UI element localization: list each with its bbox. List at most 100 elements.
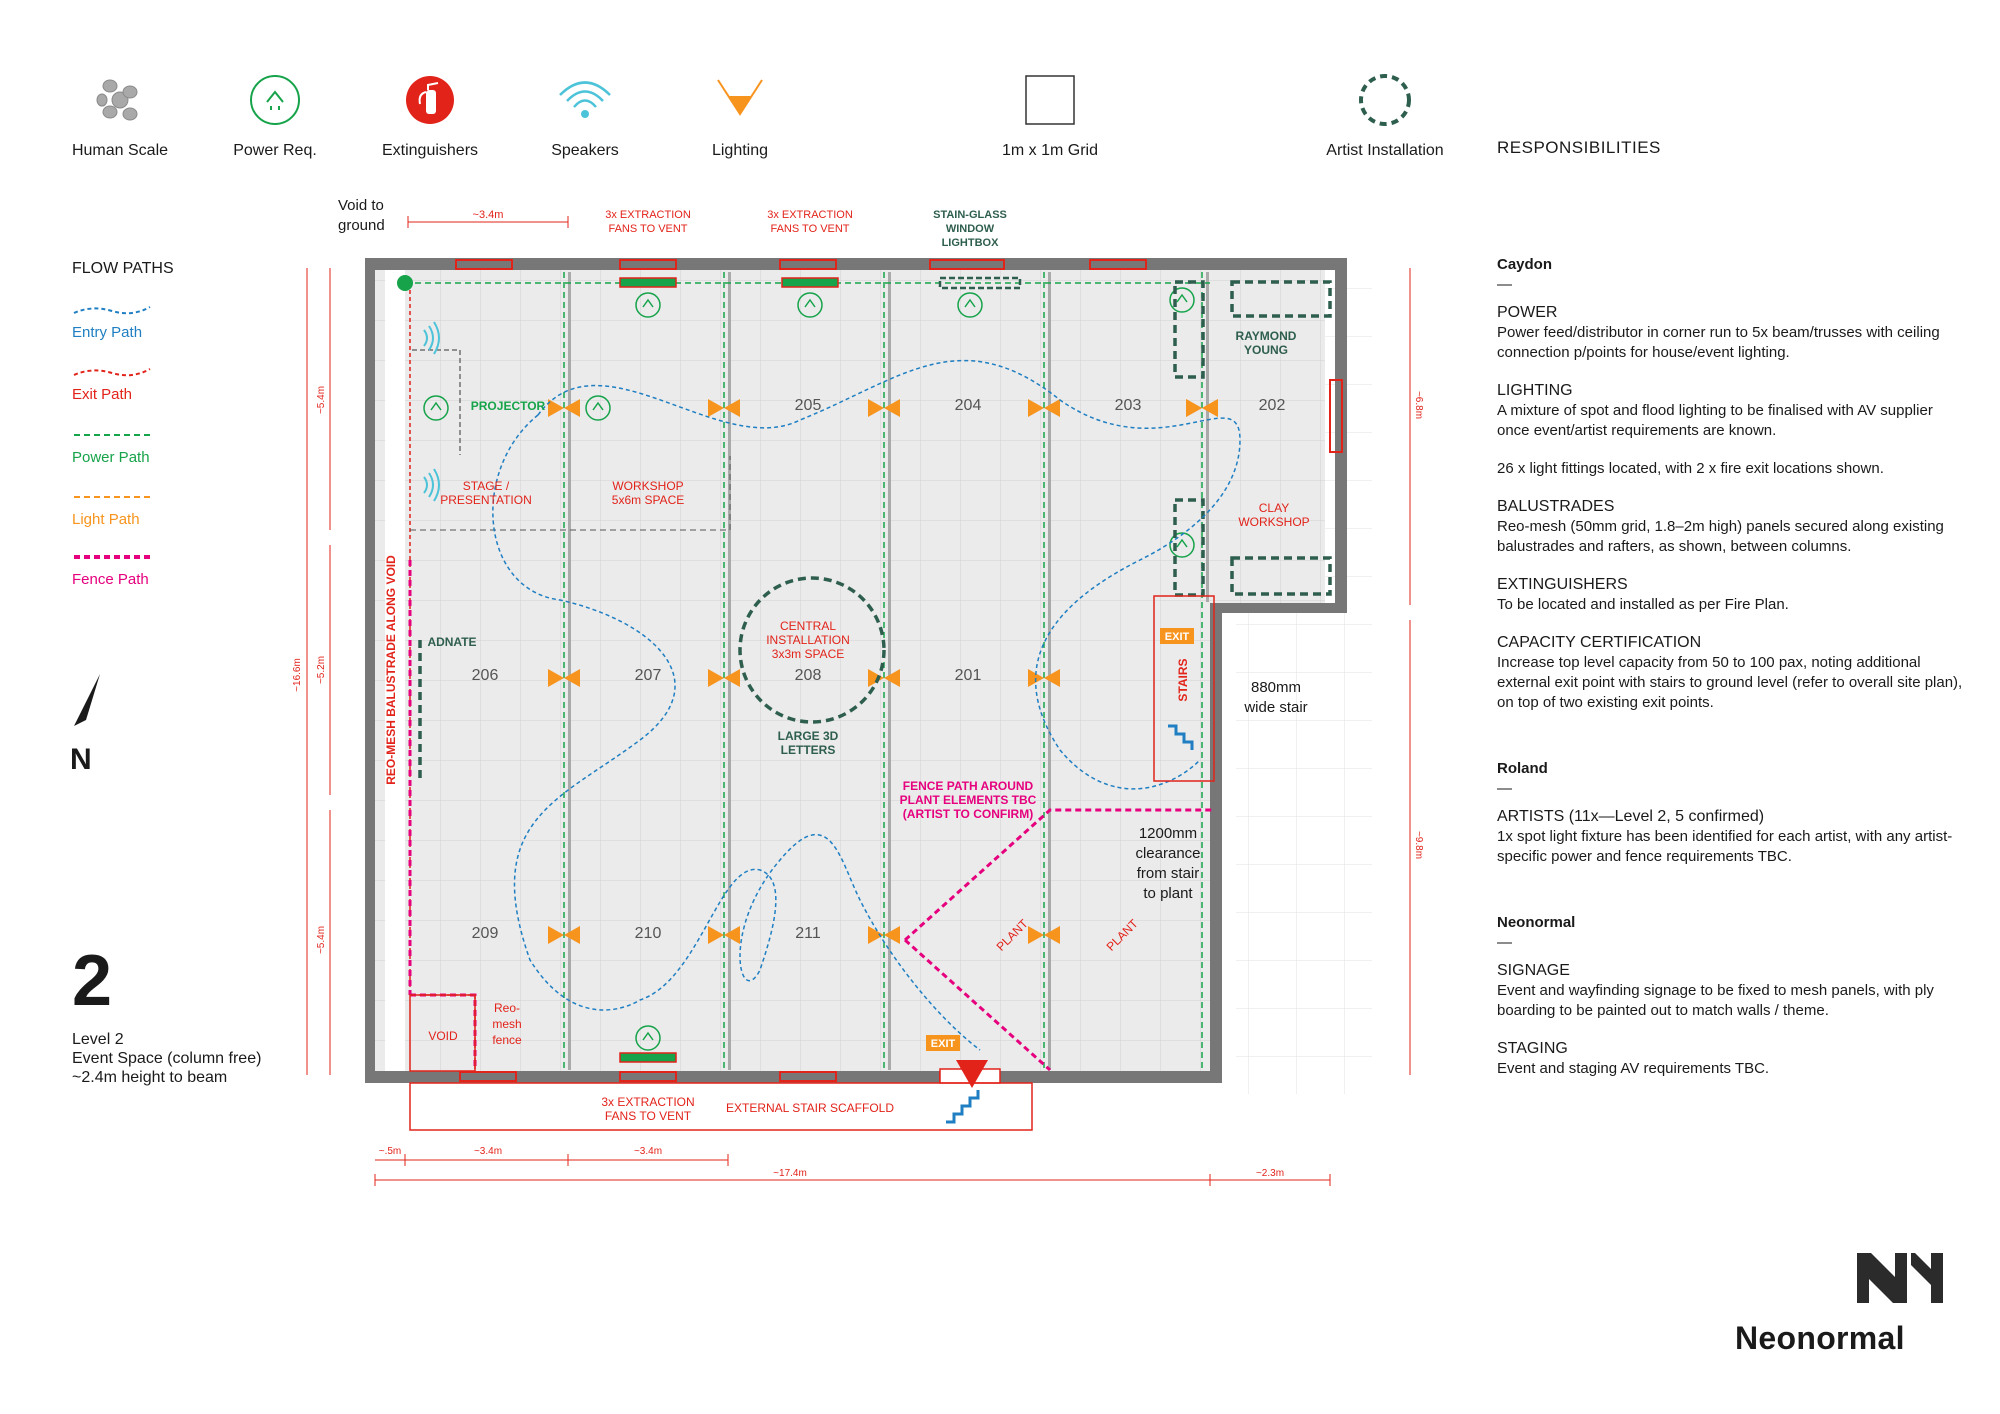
level-number: 2: [72, 941, 113, 1021]
light-fitting-icon: [1186, 399, 1218, 417]
zone-labels: PROJECTOR STAGE / PRESENTATION WORKSHOP …: [427, 329, 1309, 1123]
room-number: 202: [1259, 397, 1286, 414]
light-fitting-icon: [1028, 926, 1060, 944]
resp-head: LIGHTING: [1497, 382, 1573, 399]
level-description: Level 2 Event Space (column free) ~2.4m …: [72, 1030, 261, 1087]
north-label: N: [70, 743, 92, 776]
flow-entry: Entry Path: [72, 303, 272, 341]
clearance-note: from stair: [1137, 865, 1200, 882]
stain-label: LIGHTBOX: [942, 237, 999, 249]
light-fitting-icon: [708, 669, 740, 687]
projector-label: PROJECTOR: [471, 399, 546, 413]
light-path-icon: [74, 496, 150, 498]
room-number: 205: [795, 397, 822, 414]
light-fitting-icon: [708, 926, 740, 944]
room-number: 206: [472, 667, 499, 684]
responsibilities-list: Caydon — POWER Power feed/distributor in…: [1497, 255, 1967, 1097]
exit-sign-top-label: EXIT: [1165, 631, 1190, 643]
void-label: Void to: [338, 197, 384, 214]
flow-label: Fence Path: [72, 571, 149, 588]
room-number: 207: [635, 667, 662, 684]
dim-label: ~.5m: [379, 1146, 402, 1157]
void-box: [409, 994, 476, 1072]
letters-label: LARGE 3D: [778, 729, 839, 743]
resp-head: ARTISTS (11x—Level 2, 5 confirmed): [1497, 808, 1765, 825]
flow-power: Power Path: [72, 428, 272, 466]
room-number: 209: [472, 925, 499, 942]
fans-label: 3x EXTRACTION: [605, 209, 691, 221]
legend-installation: Artist Installation: [1310, 70, 1460, 160]
entry-path-icon: [73, 306, 151, 315]
scaffold-label: EXTERNAL STAIR SCAFFOLD: [726, 1101, 894, 1115]
lightbox: [938, 276, 1022, 290]
speakers: [423, 321, 440, 502]
resp-group-roland: Roland — ARTISTS (11x—Level 2, 5 confirm…: [1497, 759, 1967, 867]
light-fitting-icon: [548, 926, 580, 944]
resp-body: To be located and installed as per Fire …: [1497, 596, 1789, 613]
dim-label: ~6.8m: [1413, 391, 1424, 419]
fans-label: 3x EXTRACTION: [767, 209, 853, 221]
flow-label: Exit Path: [72, 386, 133, 403]
resp-who: Roland: [1497, 760, 1548, 777]
workshop-label: 5x6m SPACE: [612, 493, 684, 507]
legend-extinguisher: Extinguishers: [355, 70, 505, 160]
fence-path-icon: [74, 555, 150, 559]
flow-label: Light Path: [72, 511, 140, 528]
workshop-outline: [410, 456, 731, 531]
void-label: ground: [338, 217, 385, 234]
fence-note: PLANT ELEMENTS TBC: [900, 793, 1037, 807]
central-label: 3x3m SPACE: [772, 647, 844, 661]
columns: [568, 272, 1209, 1070]
dim-label: ~3.4m: [474, 1146, 502, 1157]
legend-label: Human Scale: [71, 142, 169, 159]
extinguisher-icon: [406, 76, 454, 124]
room-number: 204: [955, 397, 982, 414]
stairs-box: [1153, 595, 1215, 782]
resp-dash: —: [1497, 934, 1512, 951]
installation-icon: [1359, 74, 1411, 126]
stain-label: STAIN-GLASS: [933, 209, 1007, 221]
light-fitting-icon: [548, 399, 580, 417]
reomesh-label: mesh: [492, 1017, 521, 1031]
dimension-labels: ~16.6m ~5.4m ~5.2m ~5.4m ~6.8m ~9.8m ~.5…: [292, 386, 1424, 1179]
resp-group-neonormal: Neonormal — SIGNAGE Event and wayfinding…: [1497, 913, 1967, 1079]
grid-icon: [1025, 75, 1075, 125]
resp-body: Increase top level capacity from 50 to 1…: [1497, 654, 1963, 711]
power-points: [423, 287, 1195, 1051]
flow-paths-title: FLOW PATHS: [72, 260, 174, 277]
legend-label: Speakers: [551, 142, 619, 159]
room-number: 201: [955, 667, 982, 684]
power-icon: [250, 75, 300, 125]
fans-bottom-label: 3x EXTRACTION: [601, 1095, 694, 1109]
exit-sign-bottom-label: EXIT: [931, 1038, 956, 1050]
reomesh-label: Reo-: [494, 1001, 520, 1015]
resp-body: Event and wayfinding signage to be fixed…: [1497, 982, 1934, 1019]
exit-sign-bottom: [926, 1035, 960, 1051]
level-line: Event Space (column free): [72, 1050, 262, 1067]
stair-notes: 880mm wide stair 1200mm clearance from s…: [1135, 679, 1307, 902]
clearance-note: to plant: [1143, 885, 1193, 902]
dim-label: ~5.4m: [316, 926, 327, 954]
resp-body: A mixture of spot and flood lighting to …: [1497, 402, 1933, 439]
flow-exit: Exit Path: [72, 365, 272, 403]
exit-sign-top: [1160, 628, 1194, 644]
resp-body: 1x spot light fixture has been identifie…: [1497, 828, 1953, 865]
dim-label: ~5.4m: [316, 386, 327, 414]
fans-bottom-label: FANS TO VENT: [605, 1109, 692, 1123]
resp-group-caydon: Caydon — POWER Power feed/distributor in…: [1497, 255, 1967, 713]
stain-label: WINDOW: [946, 223, 995, 235]
scaffold-stairs-icon: [946, 1090, 980, 1124]
resp-body: 26 x light fittings located, with 2 x fi…: [1497, 460, 1884, 477]
flow-fence: Fence Path: [72, 550, 272, 588]
void-zone-label: VOID: [428, 1029, 458, 1043]
flow-label: Entry Path: [72, 324, 143, 341]
power-path-icon: [74, 434, 150, 436]
raymond-label: YOUNG: [1244, 343, 1288, 357]
stair-width: wide stair: [1243, 699, 1307, 716]
room-number: 208: [795, 667, 822, 684]
level-line: ~2.4m height to beam: [72, 1069, 228, 1086]
north-indicator: N: [66, 674, 106, 784]
human-scale-icon: [96, 79, 138, 121]
lighting-icon: [717, 79, 763, 116]
